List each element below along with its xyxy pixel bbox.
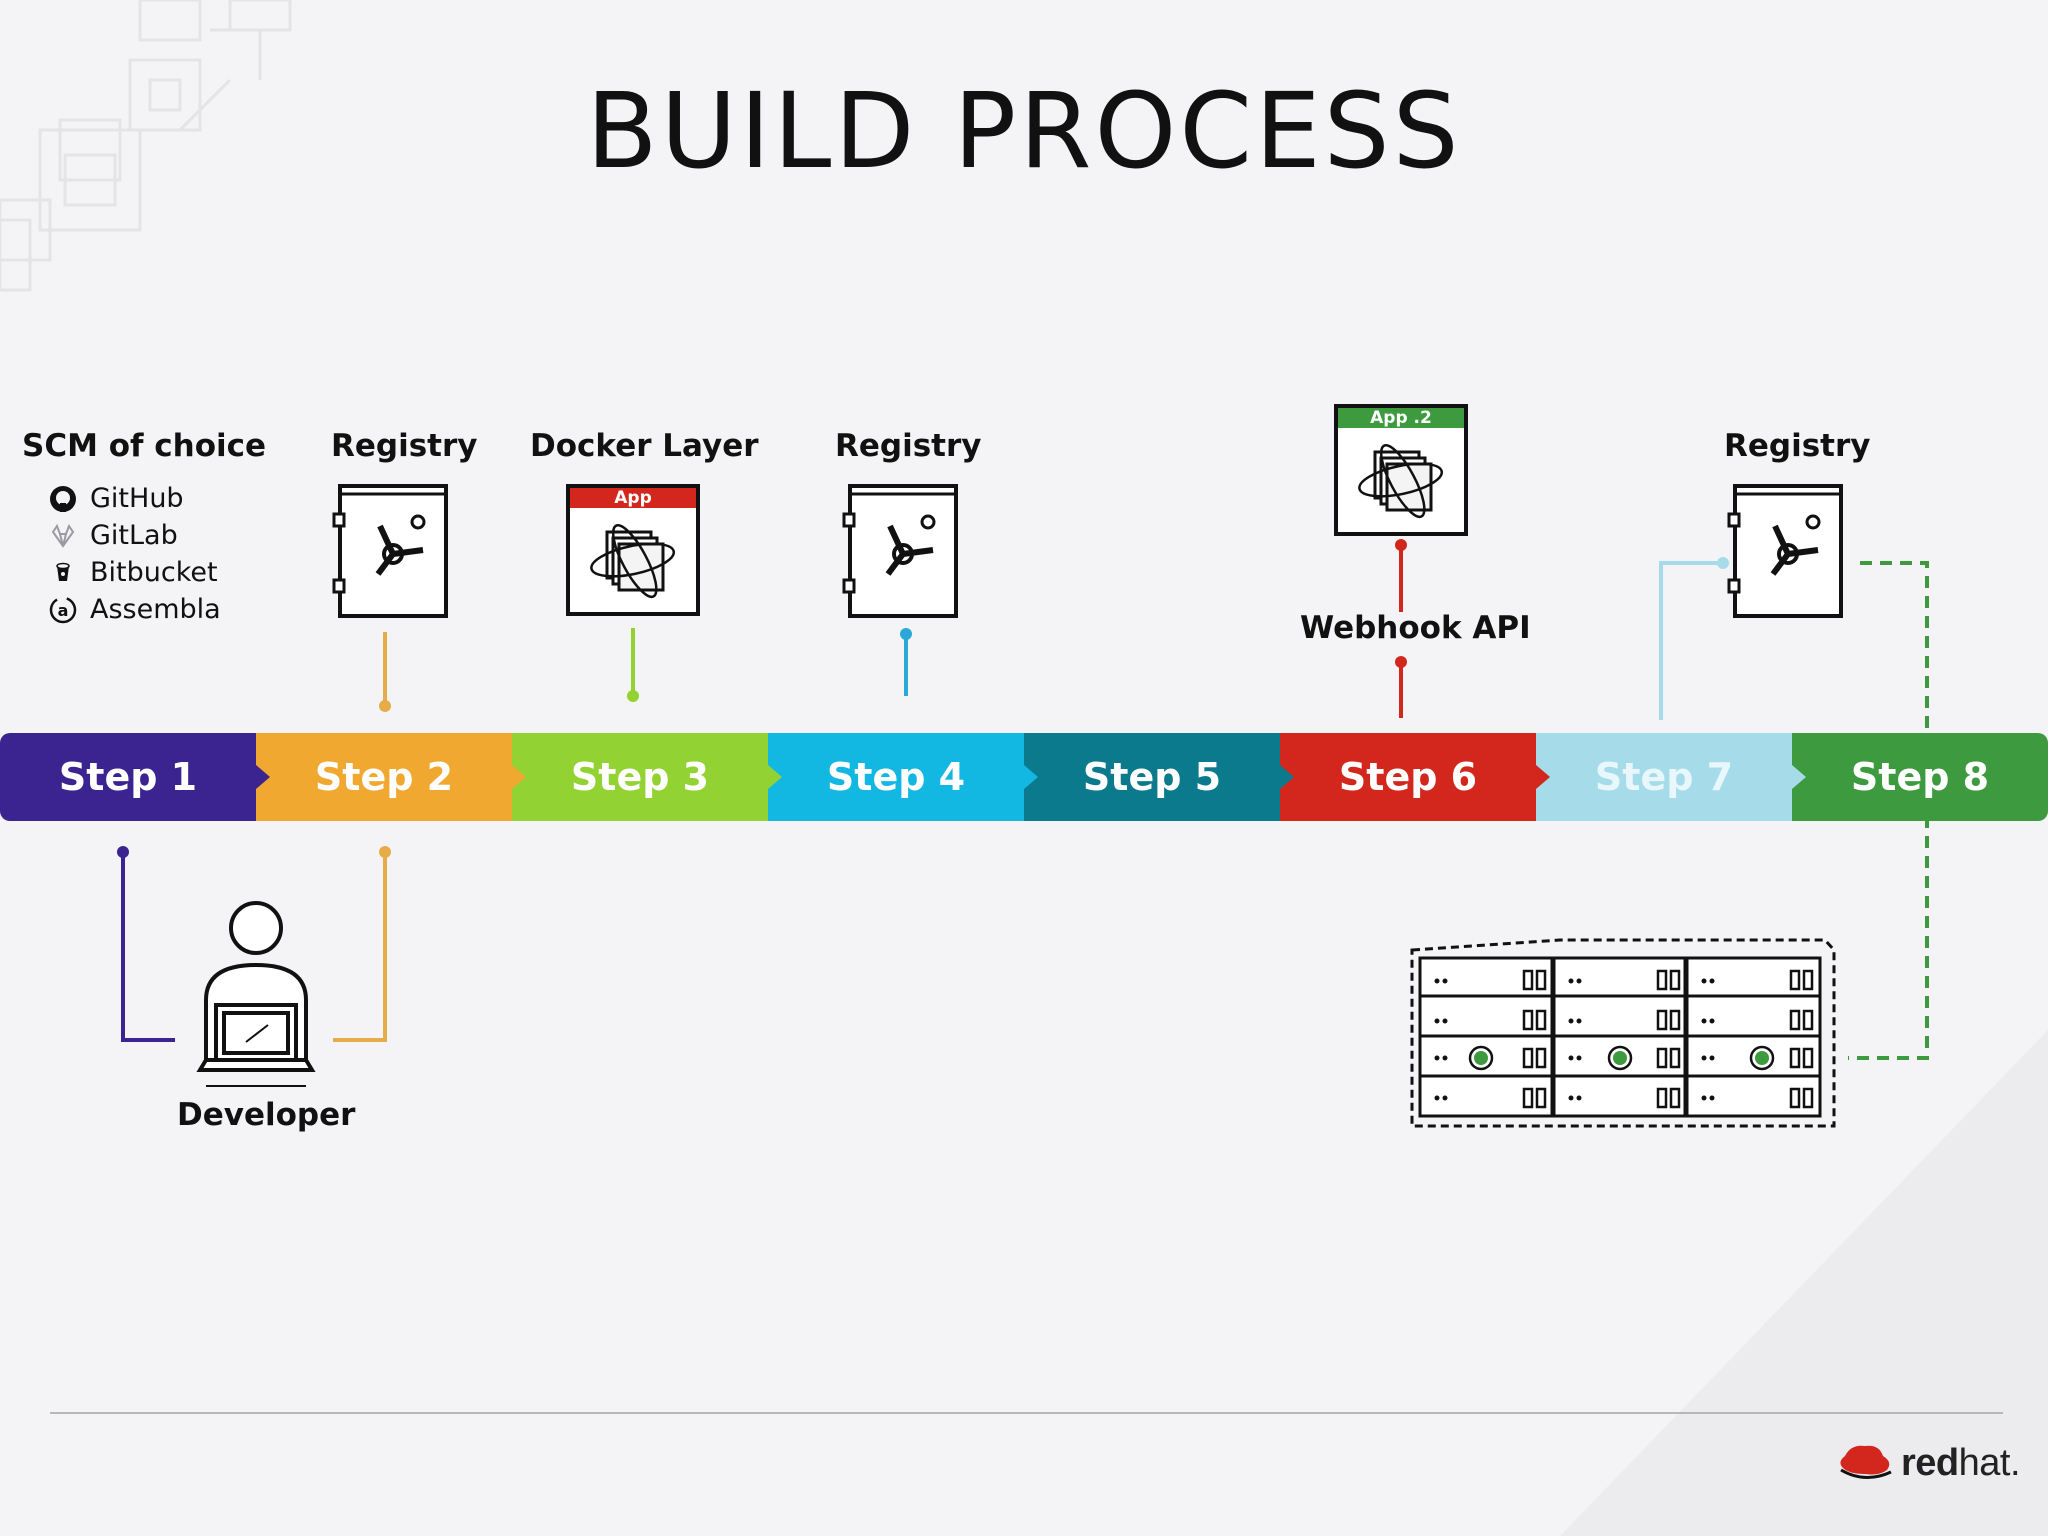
step2-dot-top [379, 700, 391, 712]
webhook-label: Webhook API [1300, 610, 1531, 646]
developer-label: Developer [177, 1097, 356, 1133]
server-status-leds [1468, 1045, 1775, 1071]
step2-developer-line [333, 852, 387, 1042]
step-label: Step 2 [314, 755, 454, 799]
redhat-hat-icon [1840, 1445, 1892, 1479]
step7-dot [1717, 557, 1729, 569]
docker-app-label: App [614, 488, 652, 508]
step-6: Step 6 [1280, 733, 1550, 821]
bitbucket-icon [48, 558, 78, 588]
step-3: Step 3 [512, 733, 782, 821]
step-7: Step 7 [1536, 733, 1806, 821]
step-arrow [1792, 765, 1806, 789]
server-cluster-icon [1410, 938, 1836, 1128]
step-label: Step 8 [1850, 755, 1990, 799]
server-slots [1522, 969, 1814, 1109]
scm-name: Bitbucket [90, 557, 218, 588]
scm-item-gitlab: GitLab [48, 517, 221, 554]
docker-layer-label: Docker Layer [530, 428, 759, 464]
registry-label-1: Registry [331, 428, 478, 464]
step-2: Step 2 [256, 733, 526, 821]
step-label: Step 1 [58, 755, 198, 799]
step4-dot [900, 628, 912, 640]
step1-developer-line [121, 852, 175, 1042]
step-label: Step 3 [570, 755, 710, 799]
step8-deploy-line [1848, 561, 1929, 1060]
footer-divider [50, 1412, 2003, 1414]
scm-item-assembla: a Assembla [48, 591, 221, 628]
registry-label-3: Registry [1724, 428, 1871, 464]
scm-item-bitbucket: Bitbucket [48, 554, 221, 591]
step-label: Step 5 [1082, 755, 1222, 799]
scm-name: GitLab [90, 520, 178, 551]
svg-text:a: a [58, 601, 69, 620]
registry-safe-icon-1 [332, 484, 448, 618]
webhook-app-label: App .2 [1370, 408, 1432, 428]
registry-safe-icon-2 [842, 484, 958, 618]
gitlab-icon [48, 521, 78, 551]
page-title: BUILD PROCESS [586, 70, 1462, 192]
brand-hat: hat. [1958, 1441, 2021, 1484]
step-8: Step 8 [1792, 733, 2048, 821]
webhook-app-box [1334, 404, 1468, 536]
scm-item-github: GitHub [48, 480, 221, 517]
step-arrow [1280, 765, 1294, 789]
step-label: Step 7 [1594, 755, 1734, 799]
step-5: Step 5 [1024, 733, 1294, 821]
step7-registry-line [1659, 561, 1723, 720]
step-4: Step 4 [768, 733, 1038, 821]
webhook-dot-top [1395, 539, 1407, 551]
developer-icon [196, 901, 316, 1087]
github-icon [48, 484, 78, 514]
docker-app-box [566, 484, 700, 616]
server-lights [1434, 978, 1715, 1101]
step-1: Step 1 [0, 733, 270, 821]
scm-name: Assembla [90, 594, 221, 625]
registry-label-2: Registry [835, 428, 982, 464]
brand-red: red [1901, 1441, 1959, 1484]
step-label: Step 4 [826, 755, 966, 799]
step-arrow [1536, 765, 1550, 789]
step3-dot [627, 690, 639, 702]
step-arrow [512, 765, 526, 789]
corner-shade [1560, 1030, 2048, 1536]
registry-safe-icon-3 [1727, 484, 1843, 618]
corner-pattern [0, 0, 292, 292]
step1-dot [117, 846, 129, 858]
scm-list: GitHub GitLab Bitbucket a Assembla [48, 480, 221, 628]
step-arrow [768, 765, 782, 789]
scm-label: SCM of choice [22, 428, 267, 464]
step-arrow [256, 765, 270, 789]
step2-dot-bottom [379, 846, 391, 858]
step-arrow [1024, 765, 1038, 789]
assembla-icon: a [48, 595, 78, 625]
webhook-dot-bottom [1395, 656, 1407, 668]
redhat-logo: redhat. [1835, 1440, 2021, 1486]
steps-bar: Step 1 Step 2 Step 3 Step 4 Step 5 Step 6 Step… [0, 733, 2048, 821]
step-label: Step 6 [1338, 755, 1478, 799]
scm-name: GitHub [90, 483, 184, 514]
